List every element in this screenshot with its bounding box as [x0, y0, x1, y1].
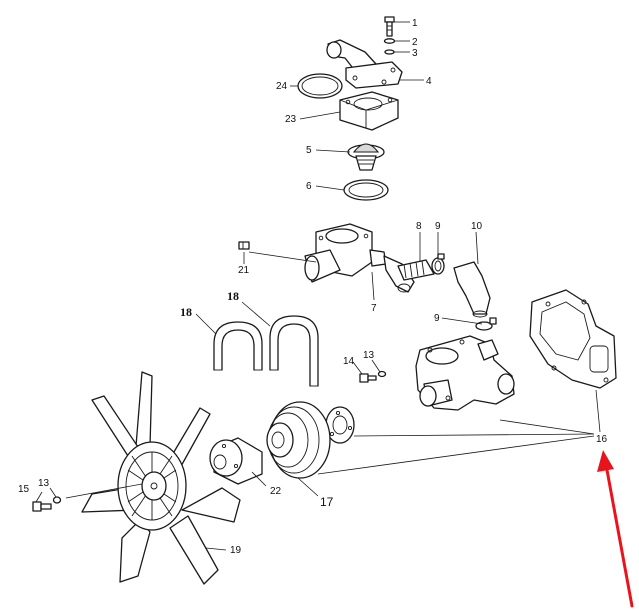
outlet-elbow-part-4 — [326, 39, 403, 89]
callout-22: 22 — [270, 486, 282, 497]
callout-9-lower: 9 — [434, 313, 440, 324]
callout-7: 7 — [371, 303, 377, 314]
callout-2: 2 — [412, 37, 418, 48]
callout-6: 6 — [306, 181, 312, 192]
housing-plate-part-23 — [339, 91, 399, 131]
callout-13-upper: 13 — [363, 350, 375, 361]
leader-lines — [35, 21, 601, 551]
callout-9-upper: 9 — [435, 221, 441, 232]
washer-part-13-upper — [377, 370, 387, 378]
callout-3: 3 — [412, 48, 418, 59]
thermostat-housing — [304, 223, 387, 283]
crank-pulley-part-17 — [266, 401, 331, 479]
bolt-part-15 — [32, 501, 52, 512]
red-arrow-icon — [597, 450, 634, 608]
fan-spacer-part-22 — [209, 437, 263, 485]
hose-clamp-part-9-upper — [431, 253, 445, 275]
callout-10: 10 — [471, 221, 483, 232]
washer-part-2 — [383, 38, 396, 44]
callout-21: 21 — [238, 265, 250, 276]
callout-16: 16 — [596, 434, 608, 445]
sensor-plug-part-21 — [238, 241, 250, 250]
spring-hose-part-8 — [397, 259, 435, 281]
callout-18-left: 18 — [180, 305, 192, 319]
pump-gasket-part-16 — [529, 289, 617, 389]
callout-8: 8 — [416, 221, 422, 232]
fan-belt-part-18-right — [269, 315, 319, 387]
callout-5: 5 — [306, 145, 312, 156]
callout-19: 19 — [230, 545, 242, 556]
cooling-fan-part-19 — [81, 371, 241, 585]
callout-13-lower: 13 — [38, 478, 50, 489]
washer-part-3 — [384, 49, 395, 55]
hose-clamp-part-9-lower — [475, 317, 497, 331]
bypass-hose-part-7 — [383, 255, 415, 293]
callout-labels: 1 2 3 4 24 23 5 6 8 9 10 21 7 18 18 9 14… — [18, 18, 608, 556]
callout-14: 14 — [343, 356, 355, 367]
thermostat-part-5 — [347, 143, 385, 171]
callout-4: 4 — [426, 76, 432, 87]
callout-17: 17 — [320, 495, 334, 509]
hub-part-small-pulley — [325, 406, 355, 444]
fan-belt-part-18-left — [213, 321, 263, 371]
bolt-part-14 — [359, 373, 377, 383]
callout-18-right: 18 — [227, 289, 239, 303]
callout-23: 23 — [285, 114, 297, 125]
callout-1: 1 — [412, 18, 418, 29]
bolt-part-1 — [384, 16, 395, 37]
gasket-ring-part-6 — [343, 179, 389, 201]
callout-15: 15 — [18, 484, 30, 495]
washer-part-13-lower — [52, 496, 62, 504]
o-ring-part-24 — [297, 73, 343, 99]
water-pump-body — [415, 335, 515, 411]
callout-24: 24 — [276, 81, 288, 92]
water-pipe-part-10 — [453, 261, 491, 318]
